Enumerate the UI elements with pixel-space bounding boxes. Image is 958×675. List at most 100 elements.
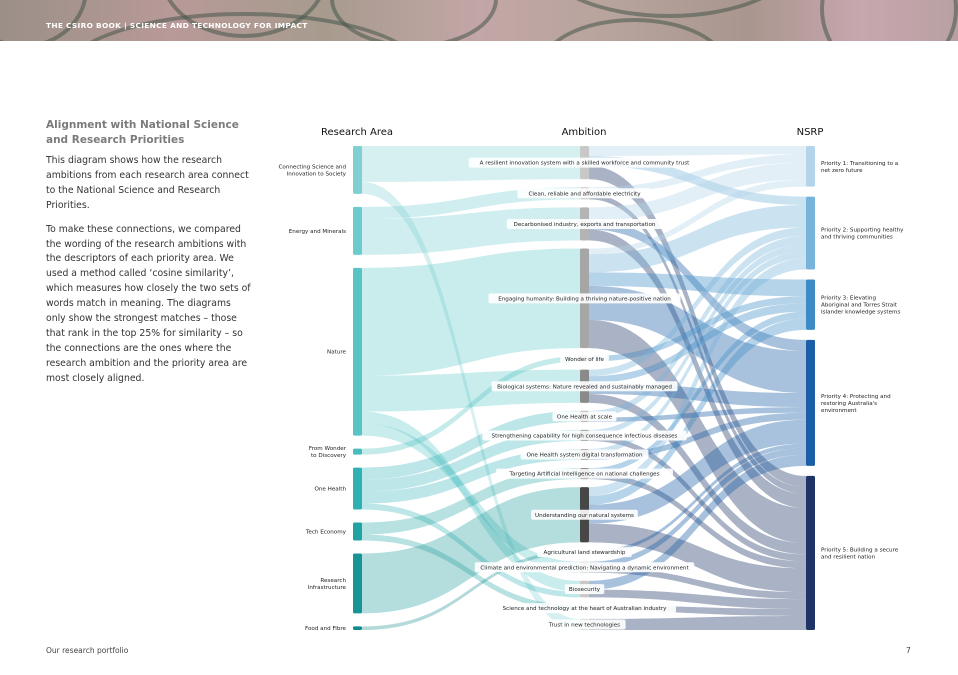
node-research-area <box>353 206 362 255</box>
link-area-to-ambition <box>362 423 580 573</box>
link-ambition-to-priority <box>589 227 806 377</box>
link-ambition-to-priority <box>589 244 806 436</box>
label-background <box>537 547 632 558</box>
label-background <box>564 584 605 595</box>
node-research-area <box>353 267 362 436</box>
node-priority <box>806 279 815 330</box>
node-research-area <box>353 467 362 510</box>
link-ambition-to-priority <box>589 285 806 394</box>
node-priority <box>806 475 815 630</box>
label-background <box>491 381 678 392</box>
link-ambition-to-priority <box>589 235 806 418</box>
node-research-area <box>353 553 362 614</box>
label-ambition: Science and technology at the heart of A… <box>503 606 667 612</box>
banner-photo-ring <box>820 0 958 41</box>
label-background <box>506 218 663 229</box>
method-paragraph: To make these connections, we compared t… <box>46 223 251 384</box>
link-area-to-ambition <box>362 487 580 614</box>
node-research-area <box>353 626 362 630</box>
label-ambition: Biosecurity <box>569 587 601 593</box>
link-area-to-ambition <box>362 503 580 598</box>
link-ambition-to-priority <box>589 523 806 593</box>
link-ambition-to-priority <box>589 179 806 255</box>
label-ambition: Decarbonised industry, exports and trans… <box>514 222 656 228</box>
node-priority <box>806 146 815 187</box>
label-research-area: Nature <box>327 350 347 356</box>
label-ambition: Biological systems: Nature revealed and … <box>497 384 672 390</box>
label-ambition: Engaging humanity: Building a thriving n… <box>498 296 671 302</box>
label-ambition: Trust in new technologies <box>548 622 620 628</box>
section-heading: Alignment with National Science and Rese… <box>46 119 239 146</box>
link-ambition-to-priority <box>589 162 806 221</box>
link-ambition-to-priority <box>589 435 806 562</box>
intro-sidebar: Alignment with National Science and Rese… <box>46 118 251 396</box>
node-research-area <box>353 522 362 541</box>
label-background <box>543 619 626 630</box>
link-ambition-to-priority <box>589 443 806 554</box>
label-ambition: Climate and environmental prediction: Na… <box>480 565 689 571</box>
link-ambition-to-priority <box>589 154 806 194</box>
label-background <box>520 449 649 460</box>
link-ambition-to-priority <box>589 319 806 544</box>
label-background <box>488 293 681 304</box>
label-research-area: One Health <box>314 487 346 493</box>
node-priority <box>806 196 815 270</box>
link-area-to-ambition <box>362 429 580 492</box>
label-ambition: One Health at scale <box>557 414 613 420</box>
link-ambition-to-priority <box>589 615 806 630</box>
link-area-to-ambition <box>362 356 580 455</box>
label-ambition: Clean, reliable and affordable electrici… <box>528 191 641 197</box>
footer-page-number: 7 <box>906 646 911 655</box>
link-area-to-ambition <box>362 248 580 376</box>
label-research-area: Tech Economy <box>305 530 347 536</box>
label-background <box>552 411 617 422</box>
node-priority <box>806 339 815 466</box>
label-ambition: Strengthening capability for high conseq… <box>492 433 678 439</box>
link-area-to-ambition <box>362 181 580 630</box>
banner-title: THE CSIRO BOOK | SCIENCE AND TECHNOLOGY … <box>46 21 308 30</box>
link-area-to-ambition <box>362 550 580 630</box>
label-background <box>468 157 701 168</box>
link-ambition-to-priority <box>589 229 806 509</box>
footer-section-name: Our research portfolio <box>46 646 129 655</box>
link-area-to-ambition <box>362 411 580 592</box>
label-ambition: Agricultural land stewardship <box>544 550 626 556</box>
link-ambition-to-priority <box>589 303 806 383</box>
label-background <box>474 562 695 573</box>
label-ambition: One Health system digital transformation <box>526 453 642 459</box>
link-ambition-to-priority <box>589 258 806 496</box>
link-ambition-to-priority <box>589 193 806 495</box>
link-ambition-to-priority <box>589 272 806 297</box>
column-heading-ambition: Ambition <box>562 127 607 138</box>
label-background <box>517 188 652 199</box>
label-background <box>531 509 638 520</box>
label-ambition: Wonder of life <box>565 357 604 363</box>
link-ambition-to-priority <box>589 394 806 555</box>
link-area-to-ambition <box>362 468 580 535</box>
link-ambition-to-priority <box>589 567 806 600</box>
label-research-area: Energy and Minerals <box>289 229 346 235</box>
link-ambition-to-priority <box>589 419 806 524</box>
link-ambition-to-priority <box>589 473 806 569</box>
label-background <box>496 468 673 479</box>
label-ambition: A resilient innovation system with a ski… <box>480 161 690 167</box>
link-ambition-to-priority <box>589 155 806 206</box>
link-ambition-to-priority <box>589 318 806 505</box>
link-area-to-ambition <box>362 369 580 412</box>
header-banner: THE CSIRO BOOK | SCIENCE AND TECHNOLOGY … <box>0 0 958 41</box>
link-ambition-to-priority <box>589 454 806 590</box>
intro-paragraph: This diagram shows how the research ambi… <box>46 155 249 211</box>
label-ambition: Targeting Artificial Intelligence on nat… <box>508 472 659 478</box>
node-research-area <box>353 448 362 455</box>
column-heading-research-area: Research Area <box>321 127 393 138</box>
link-area-to-ambition <box>362 534 580 611</box>
link-ambition-to-priority <box>589 165 806 488</box>
link-ambition-to-priority <box>589 447 806 568</box>
